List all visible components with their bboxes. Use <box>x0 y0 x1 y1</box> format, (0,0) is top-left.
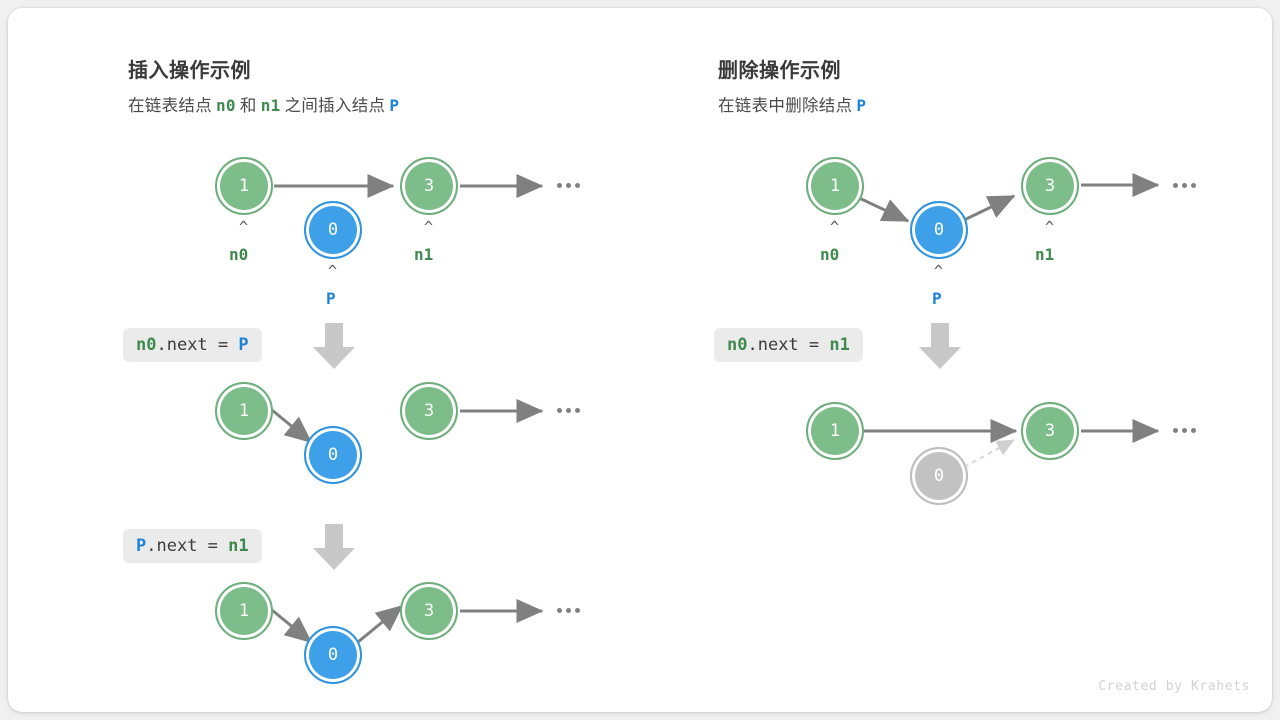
code-token-post: n1 <box>829 335 850 355</box>
caret-icon-n1-delete: ^ <box>1045 218 1055 236</box>
caret-icon-n0-insert: ^ <box>239 218 249 236</box>
subtitle-token-p: P <box>856 96 867 115</box>
ellipsis-delete-step0 <box>1173 183 1196 188</box>
subtitle-seg-1: 在链表结点 <box>128 97 212 115</box>
ellipsis-insert-step0 <box>557 183 580 188</box>
subtitle-token-p: P <box>389 96 400 115</box>
caret-icon-p-delete: ^ <box>934 262 944 280</box>
node-n1-insert-step1: 3 <box>400 382 458 440</box>
node-n1-delete-step0: 3 <box>1021 157 1079 215</box>
node-n0-delete-step1: 1 <box>806 402 864 460</box>
down-arrow-icon-insert-step2 <box>313 524 355 570</box>
code-token-mid: .next = <box>747 335 830 355</box>
down-arrow-icon-delete-step1 <box>919 323 961 369</box>
subtitle-seg-2: 和 <box>239 97 257 115</box>
node-p-insert-step0: 0 <box>304 201 362 259</box>
node-n0-insert-step1: 1 <box>215 382 273 440</box>
ellipsis-delete-step1 <box>1173 428 1196 433</box>
node-n0-insert-step2: 1 <box>215 582 273 640</box>
down-arrow-icon-insert-step1 <box>313 323 355 369</box>
code-token-mid: .next = <box>156 335 239 355</box>
node-n0-delete-step0: 1 <box>806 157 864 215</box>
subtitle-seg-3: 之间插入结点 <box>284 97 386 115</box>
node-n1-delete-step1: 3 <box>1021 402 1079 460</box>
ellipsis-insert-step2 <box>557 608 580 613</box>
node-p-delete-step0: 0 <box>910 201 968 259</box>
panel-title-insert: 插入操作示例 <box>128 60 251 82</box>
code-token-post: n1 <box>228 536 249 556</box>
caret-icon-p-insert: ^ <box>328 262 338 280</box>
caret-icon-n0-delete: ^ <box>830 218 840 236</box>
node-n0-insert-step0: 1 <box>215 157 273 215</box>
credit-text: Created by Krahets <box>1098 679 1250 694</box>
pointer-label-n0-delete: n0 <box>820 245 840 264</box>
pointer-label-p-delete: P <box>932 289 942 308</box>
code-token-pre: P <box>136 536 147 556</box>
code-token-mid: .next = <box>146 536 229 556</box>
node-n1-insert-step0: 3 <box>400 157 458 215</box>
node-p-deleted: 0 <box>910 447 968 505</box>
pointer-label-n0-insert: n0 <box>229 245 249 264</box>
code-token-pre: n0 <box>727 335 748 355</box>
pointer-label-n1-delete: n1 <box>1035 245 1055 264</box>
subtitle-token-n0: n0 <box>216 96 236 115</box>
node-p-insert-step1: 0 <box>304 426 362 484</box>
node-p-insert-step2: 0 <box>304 626 362 684</box>
node-n1-insert-step2: 3 <box>400 582 458 640</box>
code-token-post: P <box>238 335 249 355</box>
ellipsis-insert-step1 <box>557 408 580 413</box>
subtitle-seg-1: 在链表中删除结点 <box>718 97 853 115</box>
caret-icon-n1-insert: ^ <box>424 218 434 236</box>
pointer-label-p-insert: P <box>326 289 336 308</box>
code-chip-insert-step2: P.next = n1 <box>123 529 262 564</box>
panel-title-delete: 删除操作示例 <box>718 60 841 82</box>
subtitle-token-n1: n1 <box>260 96 281 115</box>
code-token-pre: n0 <box>136 335 157 355</box>
code-chip-delete-step1: n0.next = n1 <box>714 328 863 363</box>
pointer-label-n1-insert: n1 <box>414 245 434 264</box>
code-chip-insert-step1: n0.next = P <box>123 328 262 363</box>
